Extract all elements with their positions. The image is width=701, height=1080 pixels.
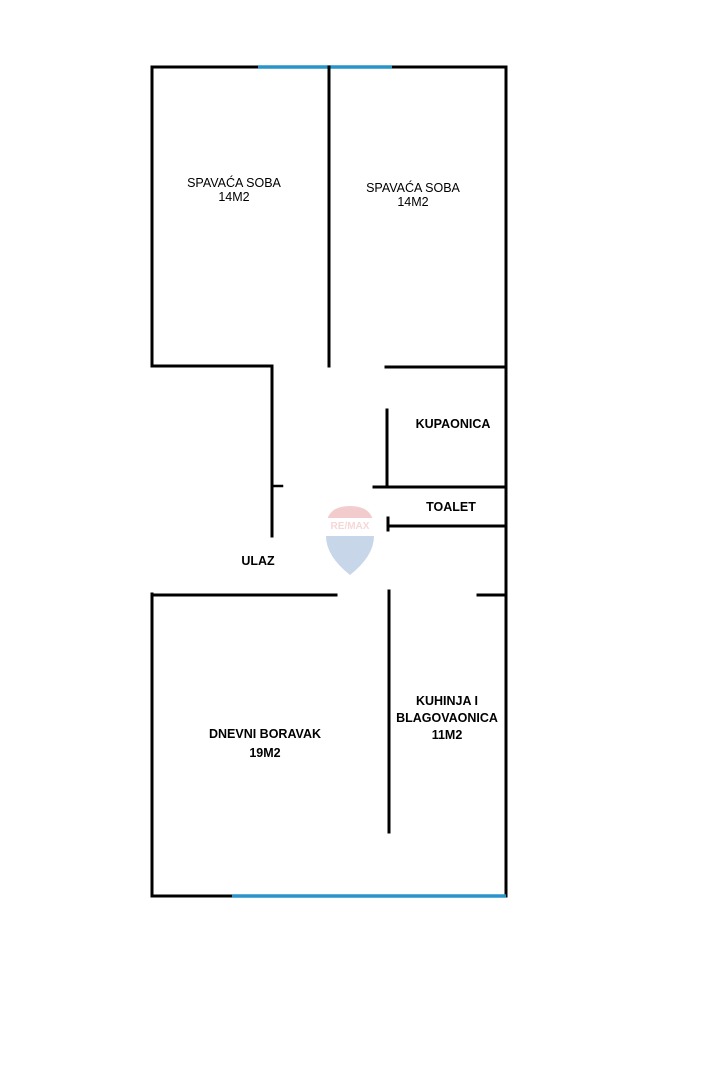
remax-watermark: RE/MAX bbox=[326, 506, 374, 575]
room-labels: SPAVAĆA SOBA 14M2 SPAVAĆA SOBA 14M2 KUPA… bbox=[187, 175, 498, 760]
bedroom-left-area: 14M2 bbox=[218, 190, 249, 204]
living-room-area: 19M2 bbox=[249, 746, 280, 760]
bedroom-right-area: 14M2 bbox=[397, 195, 428, 209]
outer-walls bbox=[150, 65, 508, 898]
interior-walls bbox=[150, 65, 508, 834]
bedroom-right-name: SPAVAĆA SOBA bbox=[366, 180, 460, 195]
bedroom-left-name: SPAVAĆA SOBA bbox=[187, 175, 281, 190]
kitchen-area: 11M2 bbox=[432, 728, 463, 742]
kitchen-name-line2: BLAGOVAONICA bbox=[396, 711, 498, 725]
bathroom-name: KUPAONICA bbox=[416, 417, 491, 431]
toilet-name: TOALET bbox=[426, 500, 476, 514]
kitchen-name-line1: KUHINJA I bbox=[416, 694, 478, 708]
entrance-name: ULAZ bbox=[241, 554, 275, 568]
watermark-brand: RE/MAX bbox=[331, 521, 370, 532]
balloon-icon bbox=[326, 506, 374, 575]
living-room-name: DNEVNI BORAVAK bbox=[209, 727, 321, 741]
windows bbox=[232, 65, 506, 898]
